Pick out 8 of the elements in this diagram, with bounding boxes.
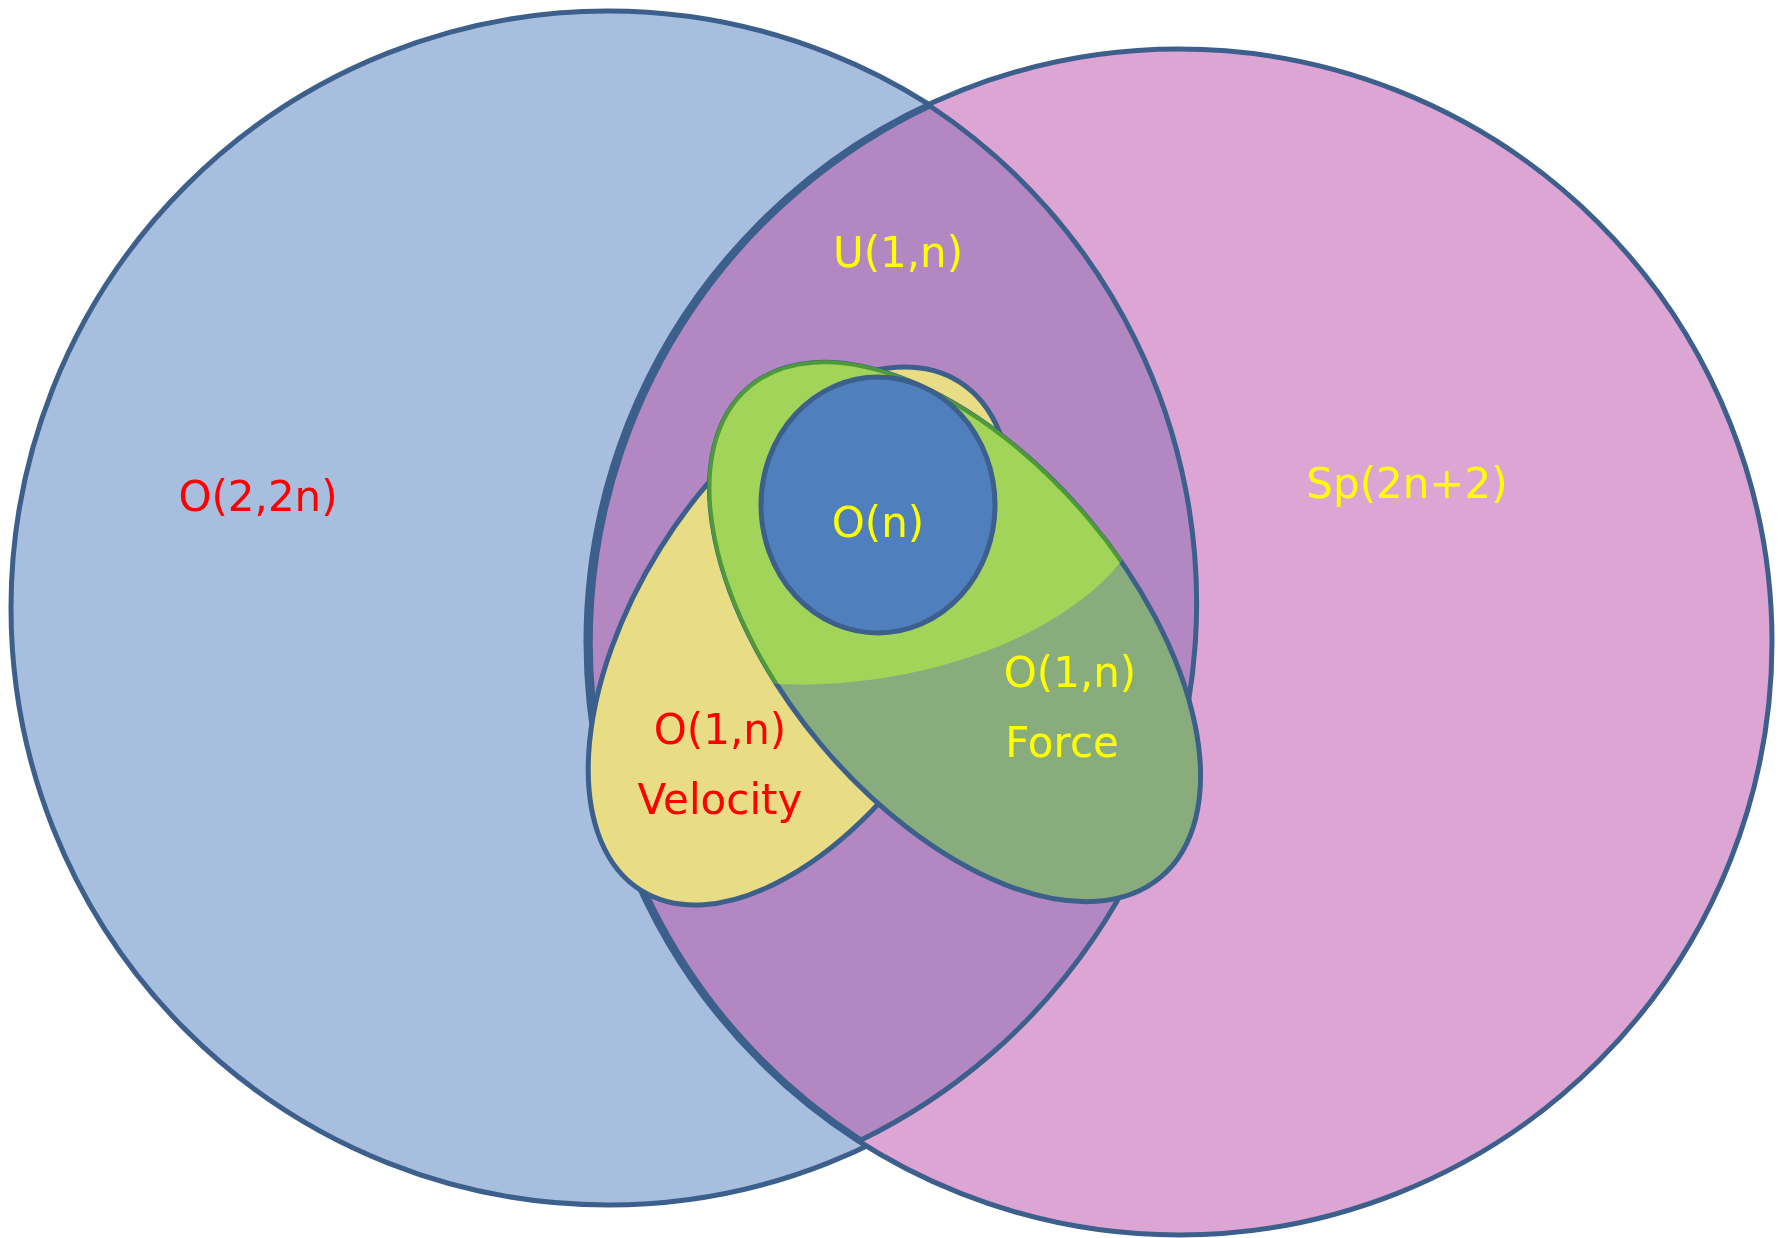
set-label: Velocity xyxy=(637,776,803,824)
set-label: O(n) xyxy=(831,499,925,547)
set-label: O(1,n) xyxy=(653,706,787,754)
set-label: O(2,2n) xyxy=(178,473,338,521)
set-label: O(1,n) xyxy=(1003,649,1137,697)
set-label: Sp(2n+2) xyxy=(1306,460,1508,508)
set-label: U(1,n) xyxy=(832,229,964,277)
set-label: Force xyxy=(1005,719,1119,767)
